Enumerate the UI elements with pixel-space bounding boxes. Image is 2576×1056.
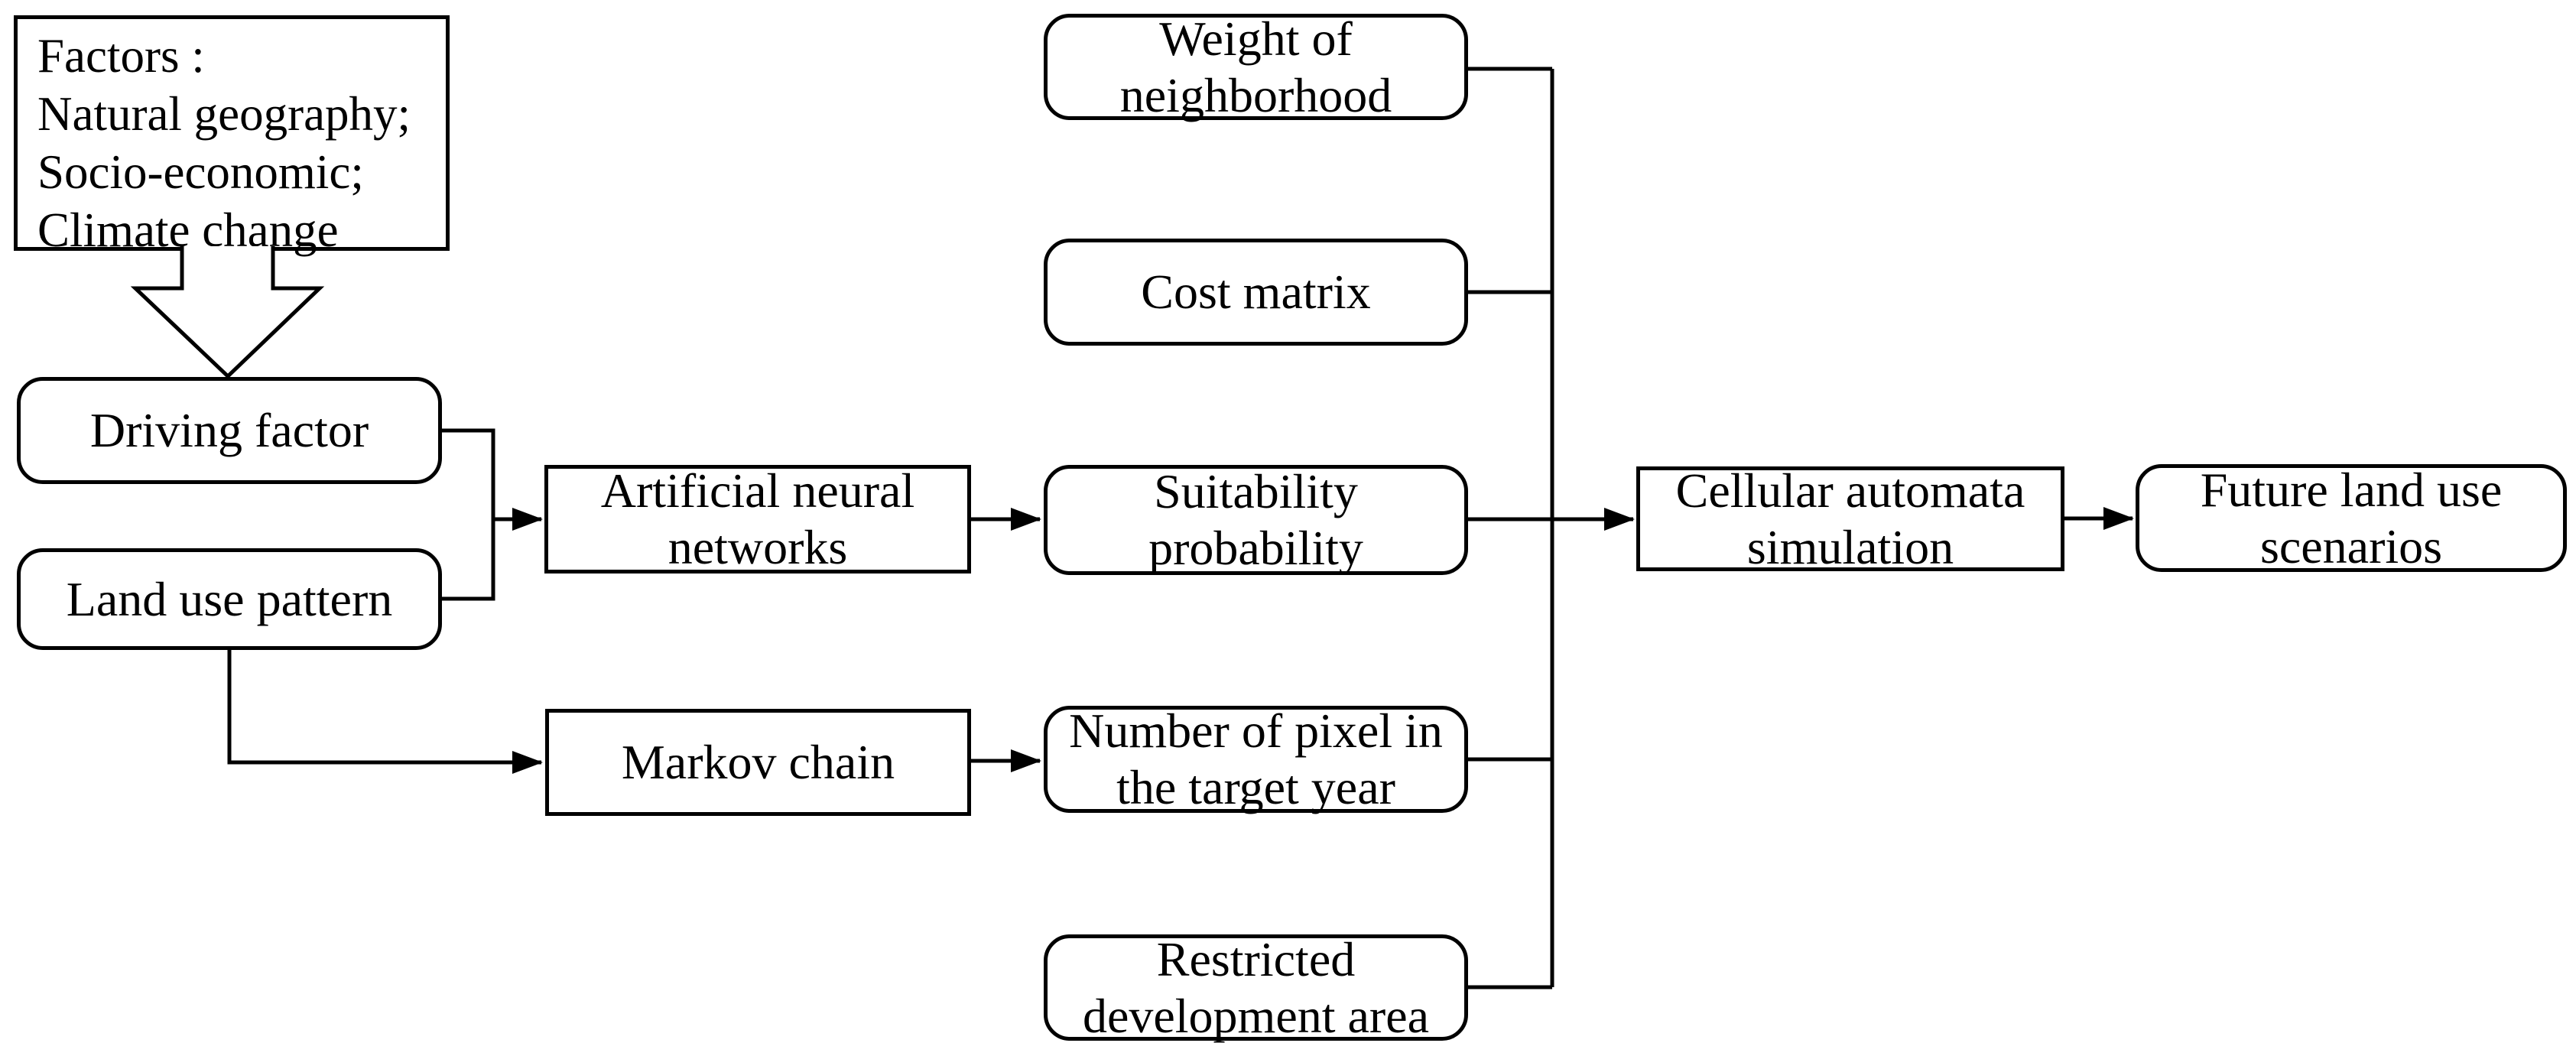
- node-label-line: Socio-economic;: [37, 145, 364, 199]
- node-suitability-probability: Suitability probability: [1044, 464, 1468, 575]
- node-label-line: simulation: [1746, 519, 1954, 574]
- node-label-line: Land use pattern: [66, 571, 393, 626]
- node-markov-chain: Markov chain: [545, 709, 971, 816]
- connector-merge-driving-landuse: [442, 428, 495, 601]
- node-driving-factor: Driving factor: [17, 377, 442, 484]
- node-label-line: Factors :: [37, 29, 205, 83]
- node-label-line: networks: [668, 520, 848, 574]
- node-label-line: development area: [1082, 988, 1430, 1043]
- node-label-line: the target year: [1116, 760, 1395, 814]
- node-label-line: Cost matrix: [1141, 265, 1371, 319]
- node-number-of-pixel: Number of pixel in the target year: [1044, 703, 1468, 814]
- node-label-line: Restricted: [1156, 931, 1356, 986]
- node-land-use-pattern: Land use pattern: [17, 548, 442, 650]
- node-label-line: Artificial neural: [600, 463, 915, 518]
- node-weight-of-neighborhood: Weight of neighborhood: [1044, 11, 1468, 122]
- node-factors: Factors : Natural geography; Socio-econo…: [14, 15, 450, 257]
- node-label-line: Climate change: [37, 203, 339, 257]
- node-label-line: Cellular automata: [1675, 463, 2025, 518]
- down-block-arrow-icon: [130, 246, 325, 379]
- node-cellular-automata-simulation: Cellular automata simulation: [1636, 463, 2064, 574]
- node-label-line: Markov chain: [621, 735, 895, 789]
- node-label-line: Future land use: [2200, 462, 2503, 517]
- node-cost-matrix: Cost matrix: [1044, 239, 1468, 346]
- connector-landuse-to-markov: [227, 650, 543, 774]
- node-label-line: Natural geography;: [37, 87, 411, 141]
- node-label-line: probability: [1148, 521, 1363, 575]
- node-label-line: neighborhood: [1119, 67, 1392, 122]
- node-artificial-neural-networks: Artificial neural networks: [544, 463, 971, 574]
- node-label-line: Weight of: [1159, 11, 1353, 66]
- node-label-line: Driving factor: [89, 403, 369, 457]
- node-restricted-development-area: Restricted development area: [1044, 931, 1468, 1043]
- node-label-line: Number of pixel in: [1069, 703, 1443, 758]
- node-label-line: scenarios: [2259, 518, 2443, 573]
- node-label-line: Suitability: [1154, 464, 1358, 518]
- node-future-land-use-scenarios: Future land use scenarios: [2136, 462, 2567, 573]
